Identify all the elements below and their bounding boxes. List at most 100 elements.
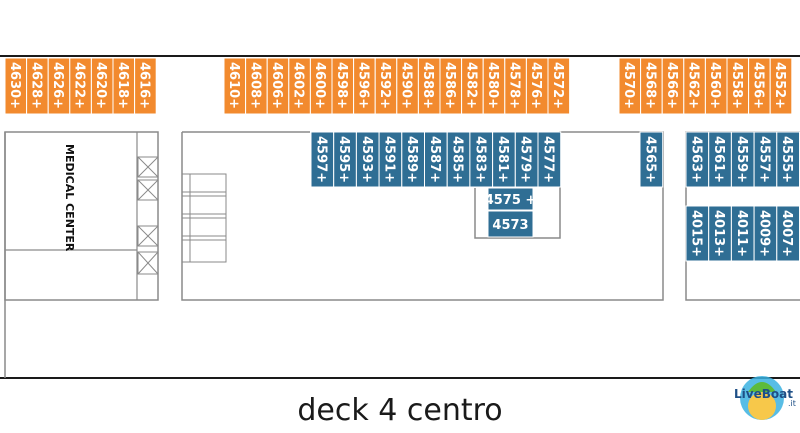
cabin-number: 4589+ bbox=[404, 136, 419, 183]
cabin-4628[interactable]: 4628+ bbox=[26, 57, 49, 115]
cabin-4630[interactable]: 4630+ bbox=[4, 57, 28, 115]
cabin-number: 4596+ bbox=[355, 62, 370, 109]
cabin-box bbox=[639, 131, 664, 188]
cabin-4595[interactable]: 4595+ bbox=[333, 131, 357, 188]
cabin-number: 4595+ bbox=[336, 136, 351, 183]
cabin-4580[interactable]: 4580+ bbox=[482, 57, 506, 115]
cabin-4578[interactable]: 4578+ bbox=[504, 57, 527, 115]
cabin-number: 4593+ bbox=[359, 136, 374, 183]
cabin-4558[interactable]: 4558+ bbox=[726, 57, 750, 115]
cabin-number: 4576+ bbox=[528, 62, 543, 109]
cabin-4573[interactable]: 4573 bbox=[487, 210, 534, 238]
cabin-4561[interactable]: 4561+ bbox=[708, 131, 732, 188]
cabin-4616[interactable]: 4616+ bbox=[134, 57, 157, 115]
cabin-4589[interactable]: 4589+ bbox=[401, 131, 425, 188]
cabin-4587[interactable]: 4587+ bbox=[424, 131, 448, 188]
cabin-4600[interactable]: 4600+ bbox=[309, 57, 333, 115]
cabin-number: 4568+ bbox=[642, 62, 657, 109]
cabin-4592[interactable]: 4592+ bbox=[374, 57, 398, 115]
cabin-4585[interactable]: 4585+ bbox=[446, 131, 471, 188]
cabin-4606[interactable]: 4606+ bbox=[266, 57, 290, 115]
cabin-4588[interactable]: 4588+ bbox=[417, 57, 441, 115]
cabin-number: 4618+ bbox=[115, 62, 130, 109]
cabin-number: 4582+ bbox=[463, 62, 478, 109]
cabin-4620[interactable]: 4620+ bbox=[90, 57, 114, 115]
cabin-4610[interactable]: 4610+ bbox=[223, 57, 247, 115]
cabin-4581[interactable]: 4581+ bbox=[492, 131, 516, 188]
cabin-4557[interactable]: 4557+ bbox=[753, 131, 778, 188]
cabin-4593[interactable]: 4593+ bbox=[355, 131, 380, 188]
cabin-4608[interactable]: 4608+ bbox=[245, 57, 268, 115]
liveboat-logo: LiveBoat .it bbox=[734, 376, 796, 420]
cabin-number: 4013+ bbox=[711, 210, 726, 257]
cabin-number: 4591+ bbox=[381, 136, 396, 183]
cabin-4562[interactable]: 4562+ bbox=[683, 57, 706, 115]
medical-center-label: MEDICAL CENTER bbox=[63, 144, 76, 252]
cabin-number: 4597+ bbox=[313, 136, 328, 183]
cabin-4575[interactable]: 4575 + bbox=[485, 187, 537, 211]
cabin-4007[interactable]: 4007+ bbox=[776, 205, 800, 262]
blue-cabins: 4597+ 4595+ 4593+ 4591+ 4589+ 4587+ 4585+4583+… bbox=[310, 131, 800, 262]
cabin-4013[interactable]: 4013+ bbox=[708, 205, 732, 262]
cabin-4568[interactable]: 4568+ bbox=[640, 57, 663, 115]
cabin-4572[interactable]: 4572+ bbox=[547, 57, 571, 115]
cabin-box bbox=[769, 57, 793, 115]
cabin-4555[interactable]: 4555+ bbox=[776, 131, 800, 188]
cabin-number: 4600+ bbox=[312, 62, 327, 109]
central-block-wall bbox=[181, 131, 664, 301]
medical-center-room bbox=[4, 131, 159, 301]
cabin-box bbox=[134, 57, 157, 115]
cabin-number: 4009+ bbox=[756, 210, 771, 257]
cabin-4577[interactable]: 4577+ bbox=[537, 131, 562, 188]
cabin-number: 4616+ bbox=[136, 62, 151, 109]
cabin-4579[interactable]: 4579+ bbox=[514, 131, 539, 188]
cabin-4565[interactable]: 4565+ bbox=[639, 131, 664, 188]
cabin-number: 4015+ bbox=[688, 210, 703, 257]
cabin-4559[interactable]: 4559+ bbox=[730, 131, 755, 188]
cabin-number: 4606+ bbox=[269, 62, 284, 109]
cabin-4576[interactable]: 4576+ bbox=[525, 57, 549, 115]
cabin-4618[interactable]: 4618+ bbox=[112, 57, 136, 115]
cabin-number: 4555+ bbox=[779, 136, 794, 183]
cabin-number: 4007+ bbox=[779, 210, 794, 257]
cabin-4011[interactable]: 4011+ bbox=[730, 205, 755, 262]
cabin-4602[interactable]: 4602+ bbox=[288, 57, 311, 115]
cabin-number: 4566+ bbox=[664, 62, 679, 109]
cabin-4556[interactable]: 4556+ bbox=[748, 57, 771, 115]
cabin-number: 4581+ bbox=[495, 136, 510, 183]
cabin-number: 4628+ bbox=[28, 62, 43, 109]
cabin-4626[interactable]: 4626+ bbox=[47, 57, 71, 115]
orange-cabins: 4630+ 4628+ 4626+4622+4620+4618+ 4616+ 4610+… bbox=[4, 57, 793, 115]
staircase bbox=[181, 173, 227, 263]
cabin-box bbox=[537, 131, 562, 188]
cabin-4552[interactable]: 4552+ bbox=[769, 57, 793, 115]
cabin-number: 4579+ bbox=[518, 136, 533, 183]
cabin-number: 4562+ bbox=[686, 62, 701, 109]
cabin-4566[interactable]: 4566+ bbox=[661, 57, 685, 115]
cabin-4622[interactable]: 4622+ bbox=[69, 57, 92, 115]
cabin-4563[interactable]: 4563+ bbox=[685, 131, 710, 188]
cabin-number: 4552+ bbox=[772, 62, 787, 109]
cabin-box bbox=[487, 210, 534, 238]
cabin-4586[interactable]: 4586+ bbox=[439, 57, 463, 115]
logo-suffix: .it bbox=[788, 399, 796, 408]
cabin-4560[interactable]: 4560+ bbox=[704, 57, 728, 115]
cabin-4598[interactable]: 4598+ bbox=[331, 57, 355, 115]
cabin-4015[interactable]: 4015+ bbox=[685, 205, 710, 262]
cabin-4597[interactable]: 4597+ bbox=[310, 131, 335, 188]
cabin-4590[interactable]: 4590+ bbox=[396, 57, 419, 115]
cabin-number: 4578+ bbox=[507, 62, 522, 109]
cabin-4582[interactable]: 4582+ bbox=[461, 57, 484, 115]
cabin-number: 4598+ bbox=[334, 62, 349, 109]
cabin-4009[interactable]: 4009+ bbox=[753, 205, 778, 262]
cabin-number: 4587+ bbox=[427, 136, 442, 183]
cabin-4583[interactable]: 4583+ bbox=[469, 131, 494, 188]
cabin-number: 4572+ bbox=[550, 62, 565, 109]
cabin-4570[interactable]: 4570+ bbox=[618, 57, 642, 115]
cabin-4591[interactable]: 4591+ bbox=[378, 131, 403, 188]
cabin-number: 4563+ bbox=[688, 136, 703, 183]
cabin-number: 4588+ bbox=[420, 62, 435, 109]
cabin-number: 4557+ bbox=[756, 136, 771, 183]
cabin-number: 4630+ bbox=[7, 62, 22, 109]
cabin-4596[interactable]: 4596+ bbox=[353, 57, 376, 115]
